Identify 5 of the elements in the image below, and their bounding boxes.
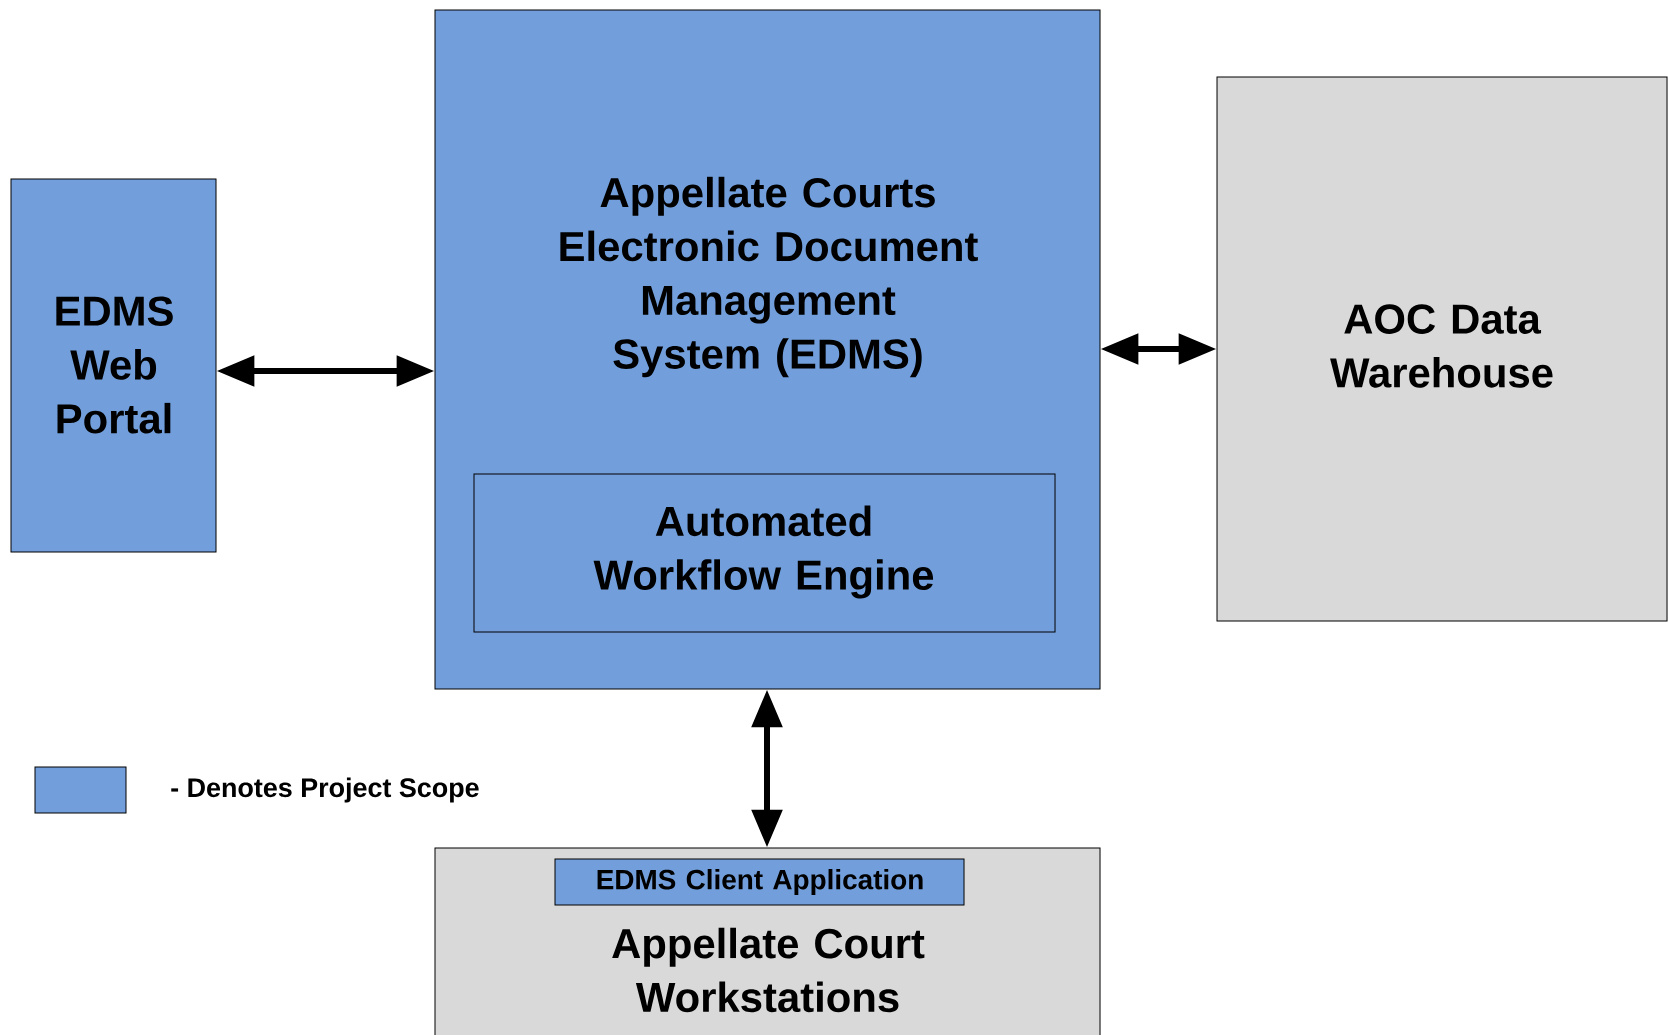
portal-box: EDMS Web Portal [10,178,217,553]
legend-text: - Denotes Project Scope [171,777,479,803]
warehouse-box: AOC Data Warehouse [1216,76,1668,622]
application-box: EDMS Client Application [554,858,965,906]
engine-box: Automated Workflow Engine [473,473,1056,633]
